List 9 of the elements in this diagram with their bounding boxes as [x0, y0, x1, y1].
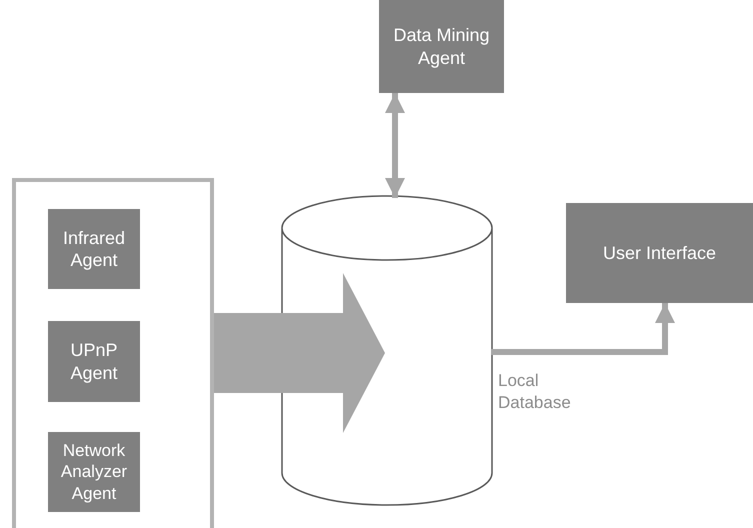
arrow: [491, 303, 675, 355]
group-frame: [12, 178, 214, 528]
interface-box: User Interface: [566, 203, 753, 303]
agent-box: UPnP Agent: [48, 321, 140, 402]
arrow: [385, 93, 405, 198]
agent-box: Data Mining Agent: [379, 0, 504, 93]
agent-box: Infrared Agent: [48, 209, 140, 289]
database-label: Local Database: [498, 370, 572, 414]
agent-box: Network Analyzer Agent: [48, 432, 140, 512]
